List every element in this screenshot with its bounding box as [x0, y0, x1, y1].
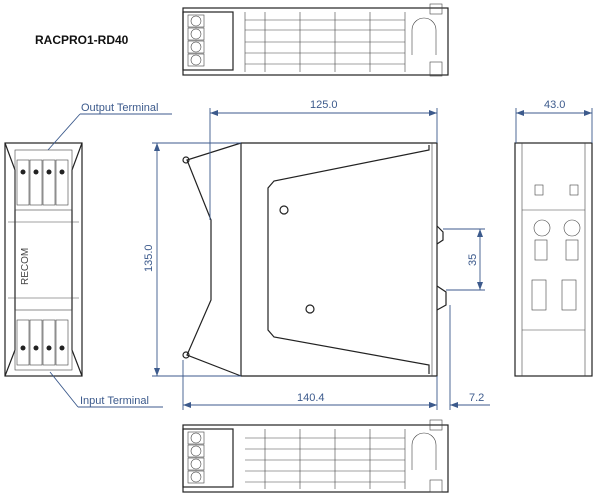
overall-depth-dimension: 140.4 — [297, 392, 325, 404]
side-view — [182, 142, 447, 377]
brand-logo: RECOM — [20, 248, 31, 285]
width-dimension: 43.0 — [544, 99, 565, 111]
input-terminal-label: Input Terminal — [80, 395, 149, 407]
rear-view — [514, 142, 593, 377]
bottom-view — [182, 419, 449, 493]
input-terminal-leader — [49, 371, 163, 408]
height-dimension: 135.0 — [143, 244, 155, 272]
product-title: RACPRO1-RD40 — [35, 33, 129, 47]
top-view — [182, 3, 449, 77]
output-terminal-label: Output Terminal — [81, 102, 158, 114]
depth-dimension: 125.0 — [310, 99, 338, 111]
output-terminal-leader — [47, 113, 172, 151]
front-view: RECOM — [4, 142, 83, 377]
rail-offset-dimension: 7.2 — [469, 392, 484, 404]
dimension-lines — [152, 108, 593, 410]
rail-width-dimension: 35 — [467, 254, 479, 266]
